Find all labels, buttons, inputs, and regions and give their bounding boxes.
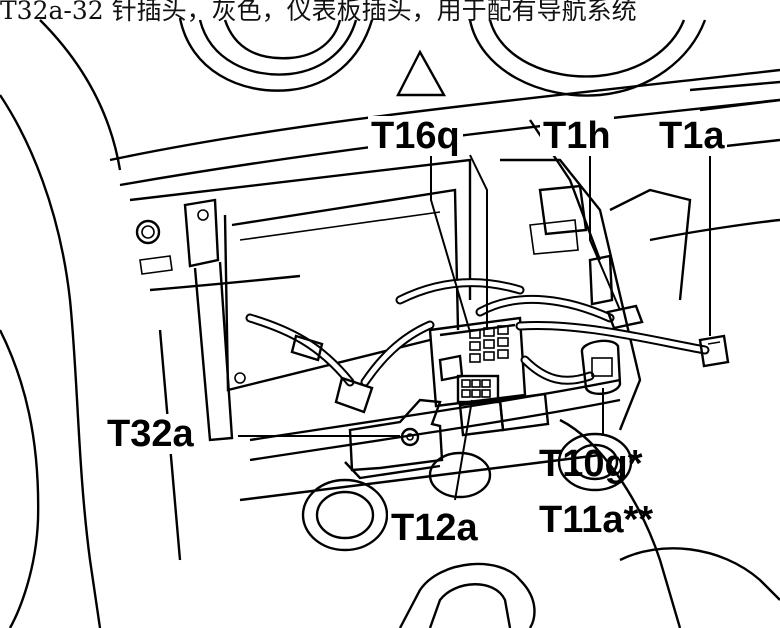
label-t10g: T10g* [539,443,643,485]
label-t12a: T12a [388,508,481,548]
label-t32a: T32a [104,414,197,454]
figure-caption: T32a-32 针插头，灰色，仪表板插头，用于配有导航系统 [0,0,637,25]
label-t1a: T1a [656,116,728,156]
label-t11a: T11a** [539,499,654,541]
label-t1h: T1h [540,116,614,156]
label-t16q: T16q [368,116,463,156]
